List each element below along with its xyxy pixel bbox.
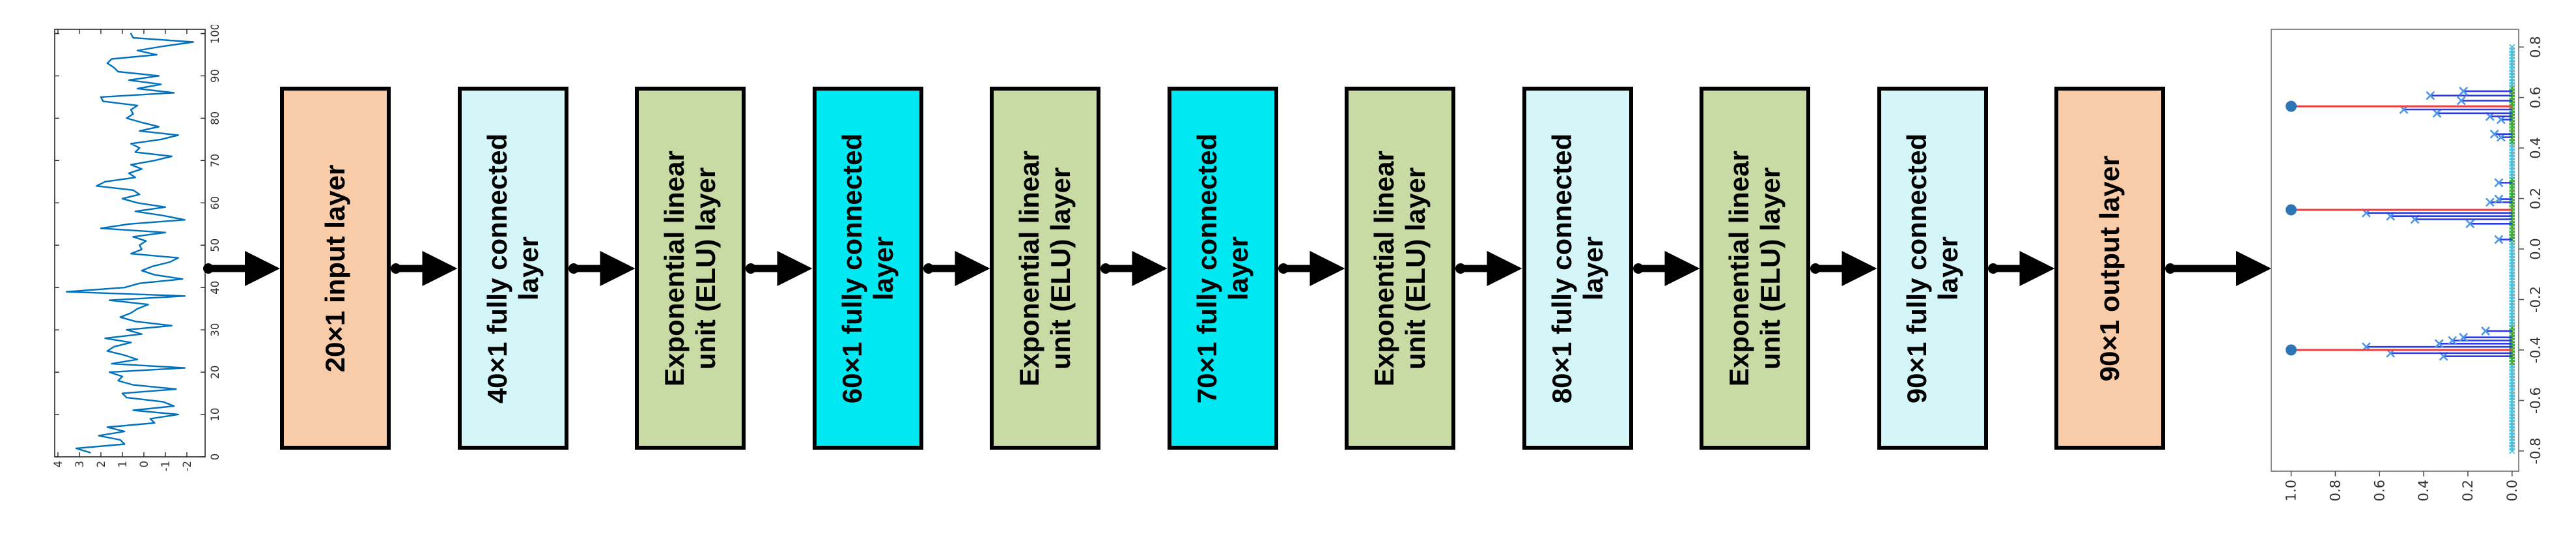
layer-label-line: 70×1 fully connected	[1191, 133, 1222, 403]
flow-arrow-icon	[1987, 251, 2054, 286]
layer-label-line: layer	[867, 236, 899, 300]
x-tick-label: 80	[209, 111, 221, 125]
flow-arrow-icon	[391, 251, 458, 286]
x-tick-label: 70	[209, 154, 221, 167]
flow-arrow-icon	[1278, 251, 1345, 286]
flow-arrow-icon	[1810, 251, 1877, 286]
signal-line	[65, 33, 195, 454]
layer-label-line: Exponential linear	[1724, 150, 1755, 386]
x-tick-label: 0	[209, 454, 221, 461]
y-tick-label: 0	[138, 461, 150, 468]
flow-arrow-icon	[1632, 251, 1700, 286]
output-spectrum-chart: -0.8 -0.6 -0.4 -0.2 0.0 0.2 0.4 0.6 0.8 0.0 0.2 0.4…	[2271, 29, 2543, 501]
layer-label-line: unit (ELU) layer	[1755, 167, 1785, 370]
x-tick-label: 10	[209, 408, 221, 422]
x-tick-label: -0.6	[2528, 387, 2543, 414]
layer-label-line: 40×1 fully connected	[481, 133, 512, 403]
layer-label-line: unit (ELU) layer	[690, 167, 721, 370]
layer-label-line: unit (ELU) layer	[1400, 167, 1431, 370]
flow-arrow-icon	[568, 251, 635, 286]
y-tick-label: -1	[160, 461, 172, 471]
x-tick-label: 30	[209, 323, 221, 337]
x-tick-label: 50	[209, 239, 221, 252]
x-tick-label: 60	[209, 196, 221, 210]
x-tick-label: 100	[209, 25, 221, 44]
y-tick-label: -2	[181, 461, 193, 471]
layer-box-output-90x1: 90×1 output layer	[2054, 87, 2165, 450]
x-tick-label: -0.8	[2528, 438, 2543, 465]
y-tick-label: 2	[95, 461, 107, 468]
x-tick-label: 20	[209, 366, 221, 379]
x-tick-label: 0.6	[2528, 87, 2543, 108]
layer-label-line: unit (ELU) layer	[1045, 167, 1076, 370]
layer-label-output-90x1: 90×1 output layer	[2094, 96, 2125, 441]
flow-arrow-icon	[2165, 251, 2271, 286]
x-tick-label: 0.0	[2528, 238, 2543, 259]
x-tick-label: 40	[209, 281, 221, 295]
layer-label-line: 80×1 fully connected	[1546, 133, 1577, 403]
y-tick-label: 1.0	[2284, 480, 2299, 501]
layer-label-line: layer	[1222, 236, 1253, 300]
layer-label-line: Exponential linear	[659, 150, 690, 386]
layer-label-line: 20×1 input layer	[320, 164, 351, 372]
output-spectrum-plot: -0.8 -0.6 -0.4 -0.2 0.0 0.2 0.4 0.6 0.8 0.0 0.2 0.4…	[2270, 25, 2568, 504]
y-tick-label: 0.2	[2460, 480, 2476, 501]
layer-label-line: 90×1 fully connected	[1901, 133, 1932, 403]
x-tick-label: -0.2	[2528, 286, 2543, 313]
y-tick-label: 0.0	[2504, 480, 2520, 501]
x-tick-label: 0.2	[2528, 188, 2543, 209]
layer-label-line: 60×1 fully connected	[836, 133, 867, 403]
layer-label-line: layer	[1577, 236, 1608, 300]
y-tick-label: 1	[117, 461, 129, 468]
input-signal-chart: 0 10 20 30 40 50 60 70 80 90 100 -2 -1 0 1 2 3 4	[52, 25, 221, 471]
flow-arrow-icon	[923, 251, 990, 286]
x-tick-label: 90	[209, 69, 221, 83]
true-stem-marker	[2286, 100, 2297, 112]
y-tick-label: 0.8	[2327, 480, 2343, 501]
layer-box-input-20x1: 20×1 input layer	[280, 87, 391, 450]
x-tick-label: 0.4	[2528, 137, 2543, 158]
flow-arrow-icon	[203, 251, 280, 286]
x-tick-label: 0.8	[2528, 36, 2543, 57]
layer-label-line: layer	[1932, 236, 1963, 300]
layer-label-input-20x1: 20×1 input layer	[320, 96, 351, 441]
x-tick-label: -0.4	[2528, 337, 2543, 364]
layer-label-line: Exponential linear	[1369, 150, 1400, 386]
layer-label-line: 90×1 output layer	[2094, 155, 2125, 381]
y-tick-label: 3	[74, 461, 86, 468]
y-tick-label: 0.4	[2416, 480, 2431, 501]
flow-arrow-icon	[746, 251, 813, 286]
true-stem-marker	[2286, 204, 2297, 216]
true-stem-marker	[2286, 344, 2297, 356]
flow-arrow-icon	[1100, 251, 1168, 286]
layer-label-line: Exponential linear	[1014, 150, 1045, 386]
y-tick-label: 0.6	[2372, 480, 2387, 501]
flow-arrow-icon	[1455, 251, 1522, 286]
layer-label-line: layer	[512, 236, 544, 300]
y-tick-label: 4	[52, 461, 64, 468]
input-signal-plot: 0 10 20 30 40 50 60 70 80 90 100 -2 -1 0 1 2 3 4	[51, 25, 227, 481]
